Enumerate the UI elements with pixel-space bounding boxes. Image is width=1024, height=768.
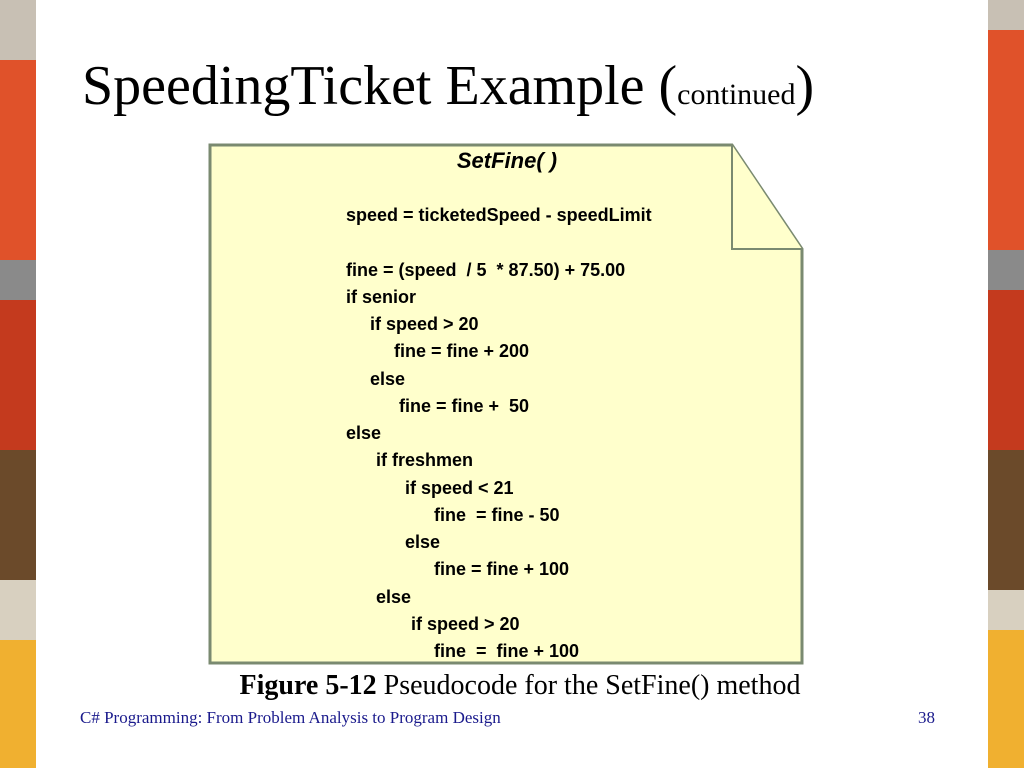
slide-title: SpeedingTicket Example (continued)	[82, 58, 814, 114]
slide-title-sub: continued	[677, 78, 796, 111]
pseudocode-line: fine = (speed / 5 * 87.50) + 75.00	[346, 260, 626, 280]
method-name-heading: SetFine( )	[456, 148, 558, 173]
pseudocode-line: fine = fine - 50	[434, 505, 560, 525]
pseudocode-line: speed = ticketedSpeed - speedLimit	[346, 205, 652, 225]
building-photo-left	[0, 0, 36, 768]
figure-caption-text: Pseudocode for the SetFine() method	[376, 670, 801, 701]
pseudocode-line: if senior	[346, 287, 417, 307]
figure-caption: Figure 5-12 Pseudocode for the SetFine()…	[0, 670, 1024, 702]
pseudocode-line: fine = fine + 100	[434, 559, 570, 579]
pseudocode-line: if speed > 20	[411, 614, 520, 634]
slide-title-main: SpeedingTicket Example (	[82, 55, 678, 117]
pseudocode-line: else	[346, 423, 382, 443]
pseudocode-line: fine = fine + 200	[394, 341, 530, 361]
pseudocode-note	[208, 143, 806, 666]
note-shape	[208, 143, 804, 665]
pseudocode-line: else	[370, 369, 406, 389]
pseudocode-line: if speed < 21	[405, 478, 514, 498]
slide-title-close: )	[795, 55, 815, 117]
figure-caption-label: Figure 5-12	[239, 670, 377, 701]
pseudocode-line: fine = fine + 50	[399, 396, 530, 416]
pseudocode-line: else	[376, 587, 412, 607]
pseudocode-line: else	[405, 532, 441, 552]
pseudocode-line: fine = fine + 100	[434, 641, 580, 661]
pseudocode-line: if freshmen	[376, 450, 474, 470]
pseudocode-line: if speed > 20	[370, 314, 479, 334]
slide-number: 38	[918, 708, 935, 727]
footer-course-title: C# Programming: From Problem Analysis to…	[80, 708, 501, 727]
building-photo-right	[988, 0, 1024, 768]
